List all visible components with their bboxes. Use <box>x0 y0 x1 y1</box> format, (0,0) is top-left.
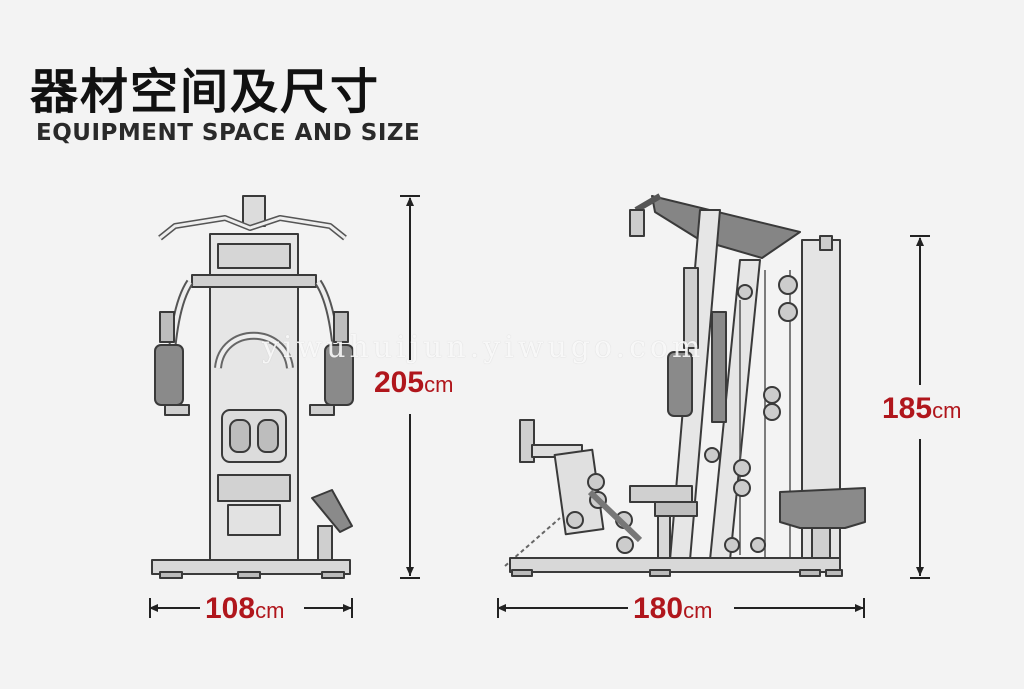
front-height-label: 205cm <box>374 366 453 400</box>
title-english: EQUIPMENT SPACE AND SIZE <box>36 120 421 146</box>
front-height-unit: cm <box>424 372 454 397</box>
front-view-machine <box>151 195 354 579</box>
front-width-unit: cm <box>255 598 285 623</box>
side-height-value: 185 <box>882 392 933 425</box>
side-length-value: 180 <box>633 592 684 625</box>
side-length-label: 180cm <box>633 592 712 626</box>
side-height-unit: cm <box>932 398 962 423</box>
front-height-value: 205 <box>374 366 425 399</box>
front-width-label: 108cm <box>205 592 284 626</box>
side-view-machine <box>504 193 866 577</box>
front-width-value: 108 <box>205 592 256 625</box>
watermark-text: yiwuhuijun.yiwugo.com <box>262 330 705 365</box>
title-chinese: 器材空间及尺寸 <box>30 64 381 120</box>
side-height-label: 185cm <box>882 392 961 426</box>
side-length-unit: cm <box>683 598 713 623</box>
